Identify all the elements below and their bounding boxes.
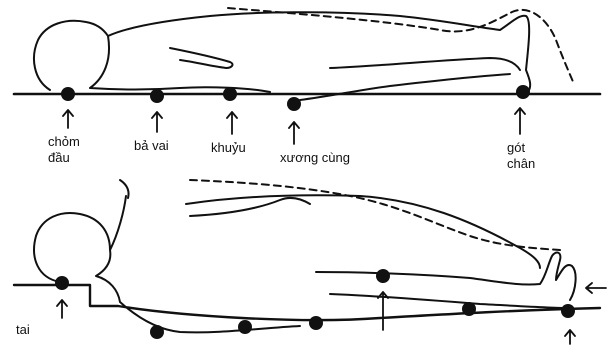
- arrow-sacrum: [289, 122, 299, 144]
- top-leg-line: [330, 58, 520, 70]
- point-head: [61, 87, 75, 101]
- label-heel-line1: gót: [507, 140, 535, 156]
- point-ankle-outer: [561, 304, 575, 318]
- top-panel: [14, 8, 600, 144]
- arrow-ankle-right: [586, 283, 606, 293]
- label-elbow: khuỷu: [211, 140, 246, 156]
- label-ear: tai: [16, 322, 30, 338]
- point-ribs: [238, 320, 252, 334]
- top-arm: [170, 48, 233, 68]
- top-dashed-outline: [228, 8, 574, 84]
- point-sacrum: [287, 97, 301, 111]
- arrow-heel: [515, 108, 525, 134]
- point-ankle-inner: [462, 302, 476, 316]
- top-arrows: [63, 108, 525, 144]
- bottom-panel: [14, 180, 606, 344]
- arrow-ear: [57, 300, 67, 318]
- point-shoulders: [150, 89, 164, 103]
- label-head: chỏm đầu: [48, 134, 80, 166]
- arrow-head: [63, 110, 73, 128]
- label-sacrum: xương cùng: [280, 150, 350, 166]
- bottom-arrows: [57, 283, 606, 344]
- arrow-shoulders: [152, 112, 162, 132]
- label-heel-line2: chân: [507, 156, 535, 172]
- point-shoulder-side: [150, 325, 164, 339]
- point-elbow: [223, 87, 237, 101]
- point-hip: [309, 316, 323, 330]
- top-body-outline: [34, 12, 530, 100]
- point-ear: [55, 276, 69, 290]
- arrow-elbow: [227, 112, 237, 134]
- label-heel: gót chân: [507, 140, 535, 172]
- label-head-line2: đầu: [48, 150, 80, 166]
- point-knee: [376, 269, 390, 283]
- point-heel: [516, 85, 530, 99]
- bottom-bed-line: [14, 285, 600, 320]
- arrow-ankle-bottom: [565, 330, 575, 344]
- label-shoulders: bả vai: [134, 138, 169, 154]
- label-head-line1: chỏm: [48, 134, 80, 150]
